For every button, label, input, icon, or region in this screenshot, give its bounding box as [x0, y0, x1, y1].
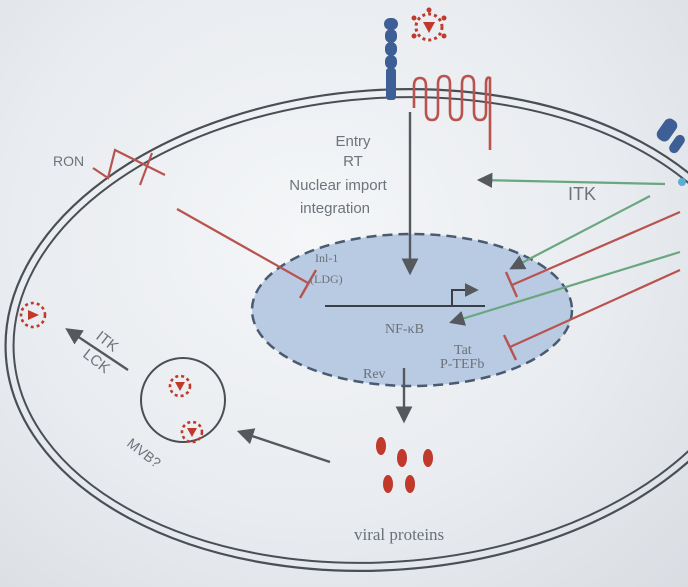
- itk-arrow-1: [512, 196, 650, 268]
- inhibitor-label-2: (LDG): [310, 272, 343, 286]
- virus-particle-icon: [412, 8, 447, 41]
- inhibitor-to-nucleus: [177, 209, 308, 283]
- budding-virus-icon: [182, 422, 202, 442]
- coreceptor-icon: [414, 76, 490, 150]
- nucleus: [252, 234, 572, 386]
- viral-protein-dots: [376, 437, 433, 493]
- ron-label: RON: [53, 153, 84, 169]
- rev-label: Rev: [363, 367, 386, 382]
- cd4-receptor-icon: [384, 18, 398, 100]
- integration-label: integration: [300, 200, 370, 217]
- rt-label: RT: [343, 153, 363, 170]
- nfkb-label: NF-κB: [385, 322, 424, 337]
- ptefb-label: P-TEFb: [440, 357, 484, 372]
- viral-proteins-label: viral proteins: [354, 525, 444, 544]
- released-virus-icon: [21, 303, 45, 327]
- mvb-vesicle: [141, 358, 225, 442]
- inhibitor-label-1: Inl-1: [315, 251, 338, 265]
- itk-right-label: ITK: [568, 184, 596, 204]
- protein-to-mvb-arrow: [240, 432, 330, 462]
- nuclear-import-label: Nuclear import: [289, 177, 387, 194]
- entry-label: Entry: [335, 133, 371, 150]
- mvb-virus-icon: [170, 376, 190, 396]
- tat-label: Tat: [454, 343, 472, 358]
- mvb-label: MVB?: [124, 435, 164, 471]
